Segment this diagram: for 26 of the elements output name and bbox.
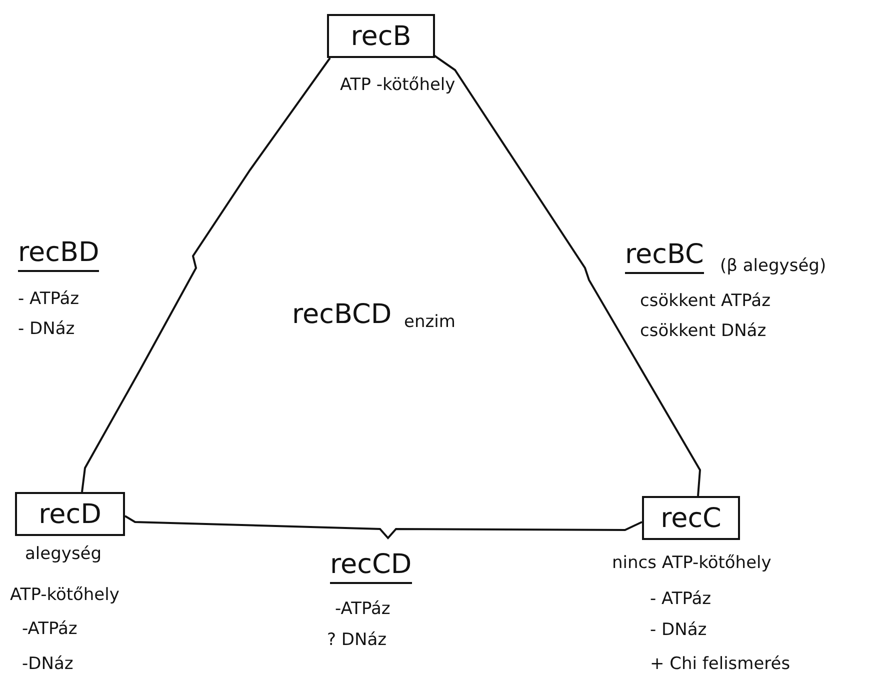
connector-line xyxy=(81,57,331,492)
annotation-text: -ATPáz xyxy=(22,620,78,639)
heading: recCD xyxy=(330,550,412,584)
annotation-text: + Chi felismerés xyxy=(650,655,790,674)
text-label: -ATPáz xyxy=(335,600,390,619)
gene-box: recC xyxy=(642,496,740,540)
text-label: - DNáz xyxy=(18,320,75,339)
text-label: enzim xyxy=(404,313,456,332)
text-label: ? DNáz xyxy=(327,631,387,650)
annotation-text: ATP-kötőhely xyxy=(10,586,120,605)
annotation-text: - DNáz xyxy=(650,621,707,640)
heading: recBD xyxy=(18,238,100,272)
heading: recBC xyxy=(625,240,704,274)
gene-box: recB xyxy=(327,14,435,58)
annotation-text: -DNáz xyxy=(22,655,74,674)
text-label: csökkent ATPáz xyxy=(640,292,771,311)
annotation-text: alegység xyxy=(25,545,102,564)
connector-line xyxy=(124,515,642,540)
text-label: csökkent DNáz xyxy=(640,322,766,341)
annotation-text: nincs ATP-kötőhely xyxy=(612,554,772,573)
text-label: (β alegység) xyxy=(720,257,826,276)
annotation-text: - ATPáz xyxy=(650,590,712,609)
heading: recBCD xyxy=(292,300,392,330)
annotation-text: ATP -kötőhely xyxy=(340,76,456,95)
text-label: - ATPáz xyxy=(18,290,80,309)
gene-box: recD xyxy=(15,492,125,536)
